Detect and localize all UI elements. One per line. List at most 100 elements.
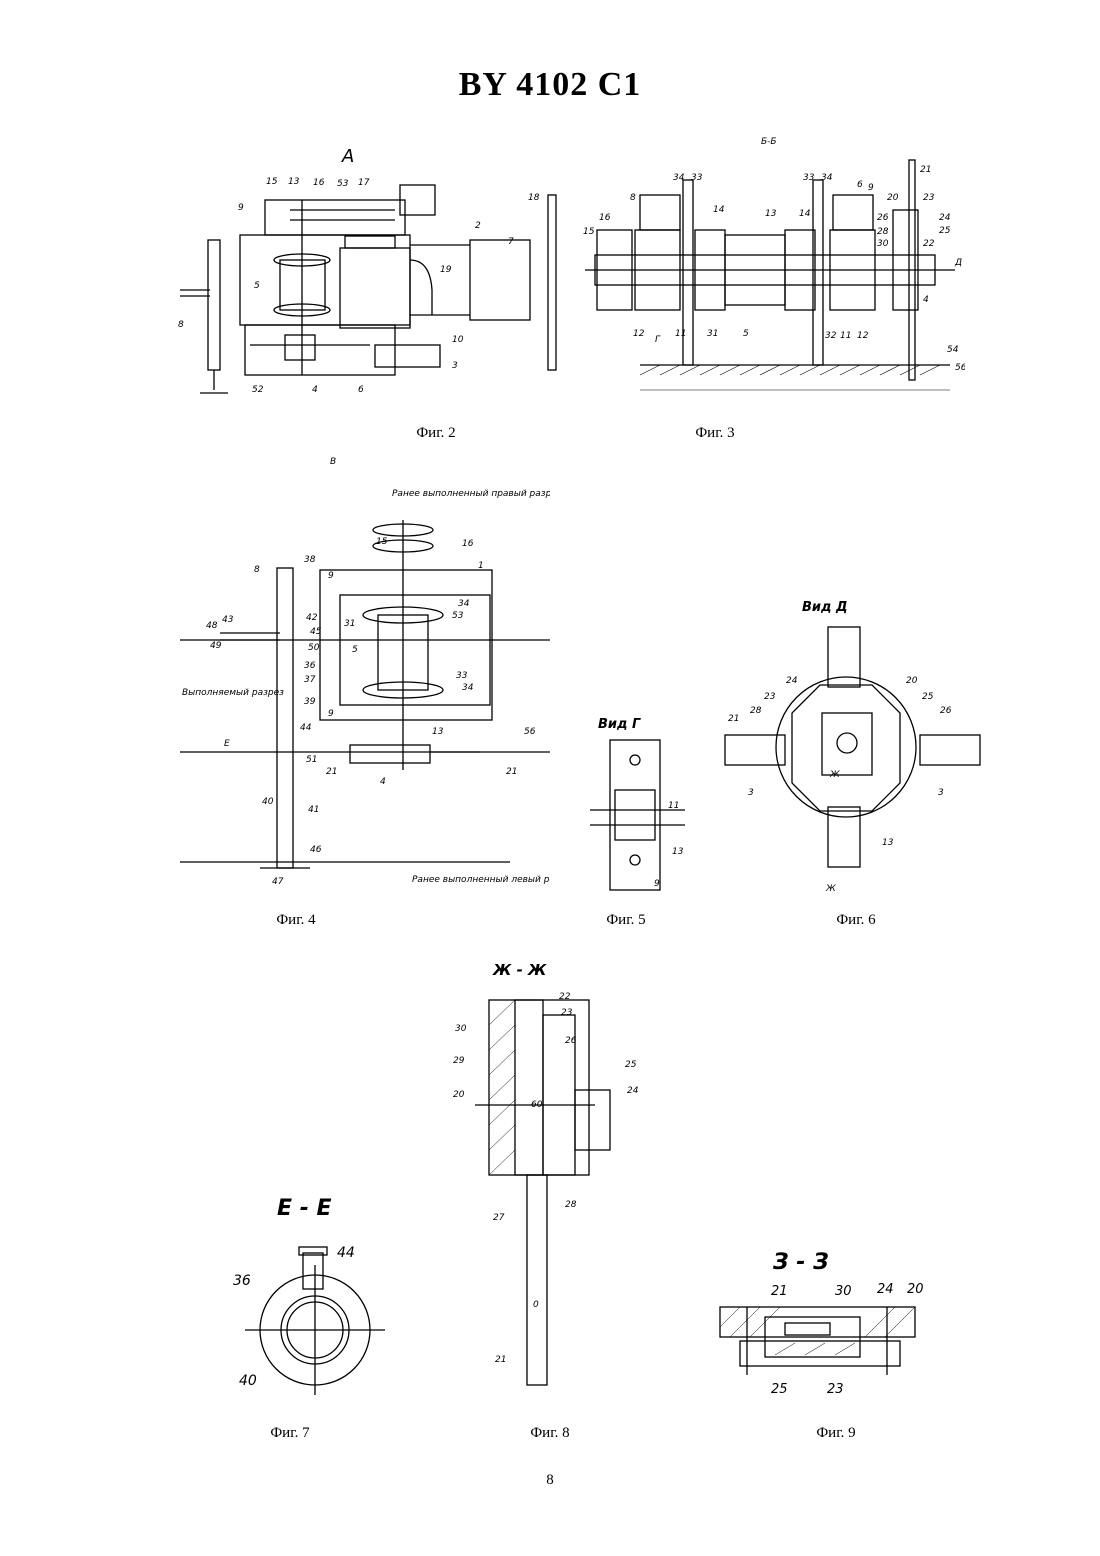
fig4-callout: 5 (352, 645, 358, 655)
fig9-callout: 24 (877, 1282, 894, 1297)
fig8-callout: 29 (453, 1056, 465, 1066)
fig5-callout: 13 (672, 847, 684, 857)
fig4-callout: 37 (304, 675, 316, 685)
fig6-callout: 20 (906, 676, 918, 686)
figure-3-drawing: Б-Б Д 34 33 33 34 8 21 9 14 13 14 6 20 2… (575, 130, 965, 400)
fig4-callout: 21 (326, 767, 337, 777)
fig4-callout: 13 (432, 727, 444, 737)
fig2-callout: 3 (452, 361, 458, 371)
figure-9-drawing: З - З 21 30 24 20 25 23 (715, 1245, 935, 1395)
fig8-callout: 24 (627, 1086, 639, 1096)
figure-9-section-label: З - З (772, 1250, 829, 1275)
fig8-callout: 26 (565, 1036, 577, 1046)
figure-3-direction-label: Д (954, 258, 962, 268)
fig3-callout: 25 (939, 226, 951, 236)
figure-3-caption: Фиг. 3 (655, 425, 775, 442)
figure-8-drawing: Ж - Ж 22 23 30 26 29 25 24 20 28 27 21 6… (445, 955, 665, 1390)
fig4-callout: 39 (304, 697, 316, 707)
figure-4-caption: Фиг. 4 (236, 912, 356, 929)
fig6-callout: 28 (750, 706, 762, 716)
fig8-callout: 23 (561, 1008, 573, 1018)
fig6-callout: 24 (786, 676, 798, 686)
page-number: 8 (0, 1472, 1100, 1489)
fig3-callout: 20 (887, 193, 899, 203)
fig3-callout: 16 (599, 213, 611, 223)
fig3-callout: 28 (877, 227, 889, 237)
fig3-callout: 11 (840, 331, 851, 341)
fig2-callout: 6 (358, 385, 364, 395)
fig3-callout: 26 (877, 213, 889, 223)
fig6-callout: 13 (882, 838, 894, 848)
fig8-callout: 27 (493, 1213, 505, 1223)
fig3-callout: 13 (765, 209, 777, 219)
fig3-callout: 22 (923, 239, 935, 249)
fig4-callout: 46 (310, 845, 322, 855)
fig8-callout: 20 (453, 1090, 465, 1100)
fig2-callout: 13 (288, 177, 300, 187)
fig2-callout: 5 (254, 281, 260, 291)
fig3-callout: 4 (923, 295, 929, 305)
fig3-callout: 6 (857, 180, 863, 190)
fig7-callout: 36 (233, 1273, 251, 1289)
figure-7-drawing: Е - Е 44 36 40 (225, 1185, 395, 1400)
patent-header: BY 4102 C1 (0, 66, 1100, 104)
fig3-callout: 54 (947, 345, 959, 355)
fig2-callout: 7 (508, 237, 514, 247)
fig6-callout: 21 (728, 714, 739, 724)
fig4-callout: 56 (524, 727, 536, 737)
fig3-callout: 34 (821, 173, 833, 183)
fig6-callout: 3 (938, 788, 944, 798)
fig4-callout: 31 (344, 619, 355, 629)
fig2-callout: 9 (238, 203, 244, 213)
fig3-callout: 34 (673, 173, 685, 183)
fig4-callout: 40 (262, 797, 274, 807)
fig4-callout: 21 (506, 767, 517, 777)
fig2-callout: 4 (312, 385, 318, 395)
fig4-callout: 53 (452, 611, 464, 621)
figure-3-section-label: Б-Б (761, 137, 777, 147)
fig9-callout: 25 (771, 1382, 788, 1395)
fig4-callout: 49 (210, 641, 222, 651)
fig4-callout: 47 (272, 877, 284, 887)
fig3-callout: 24 (939, 213, 951, 223)
fig4-callout: 9 (328, 709, 334, 719)
fig4-callout: 9 (328, 571, 334, 581)
fig6-callout: 25 (922, 692, 934, 702)
figure-2-caption: Фиг. 2 (376, 425, 496, 442)
fig8-callout: 25 (625, 1060, 637, 1070)
figure-8-caption: Фиг. 8 (490, 1425, 610, 1442)
fig9-callout: 21 (771, 1284, 788, 1299)
fig3-callout: 30 (877, 239, 889, 249)
fig5-callout: 9 (654, 879, 660, 889)
fig3-callout: 8 (630, 193, 636, 203)
fig9-callout: 20 (907, 1282, 924, 1297)
fig2-callout: 17 (358, 178, 370, 188)
figure-4-note-right: Ранее выполненный правый разрез (392, 489, 550, 499)
fig4-callout: 36 (304, 661, 316, 671)
figure-5-view-label: Вид Г (598, 717, 641, 732)
fig9-callout: 23 (827, 1382, 844, 1395)
figure-7-section-label: Е - Е (277, 1196, 332, 1221)
fig2-callout: 15 (266, 177, 278, 187)
fig2-callout: 8 (178, 320, 184, 330)
fig3-callout: 33 (803, 173, 815, 183)
figure-4-view-label: В (330, 457, 336, 467)
fig4-callout: 44 (300, 723, 312, 733)
fig8-callout: 22 (559, 992, 571, 1002)
figure-7-caption: Фиг. 7 (230, 1425, 350, 1442)
fig6-callout: 3 (748, 788, 754, 798)
fig3-callout: 14 (799, 209, 811, 219)
fig7-callout: 40 (239, 1373, 257, 1389)
fig4-callout: 43 (222, 615, 234, 625)
fig2-callout: 18 (528, 193, 540, 203)
fig3-callout: 33 (691, 173, 703, 183)
figure-5-drawing: Вид Г 11 13 9 (580, 710, 690, 895)
fig4-callout: 51 (306, 755, 317, 765)
fig8-scale-mark: 60 (531, 1100, 543, 1110)
fig3-callout: 56 (955, 363, 965, 373)
fig3-callout: 23 (923, 193, 935, 203)
fig6-callout: 23 (764, 692, 776, 702)
fig4-callout: 48 (206, 621, 218, 631)
fig3-callout: 5 (743, 329, 749, 339)
fig3-callout: Г (655, 335, 661, 345)
